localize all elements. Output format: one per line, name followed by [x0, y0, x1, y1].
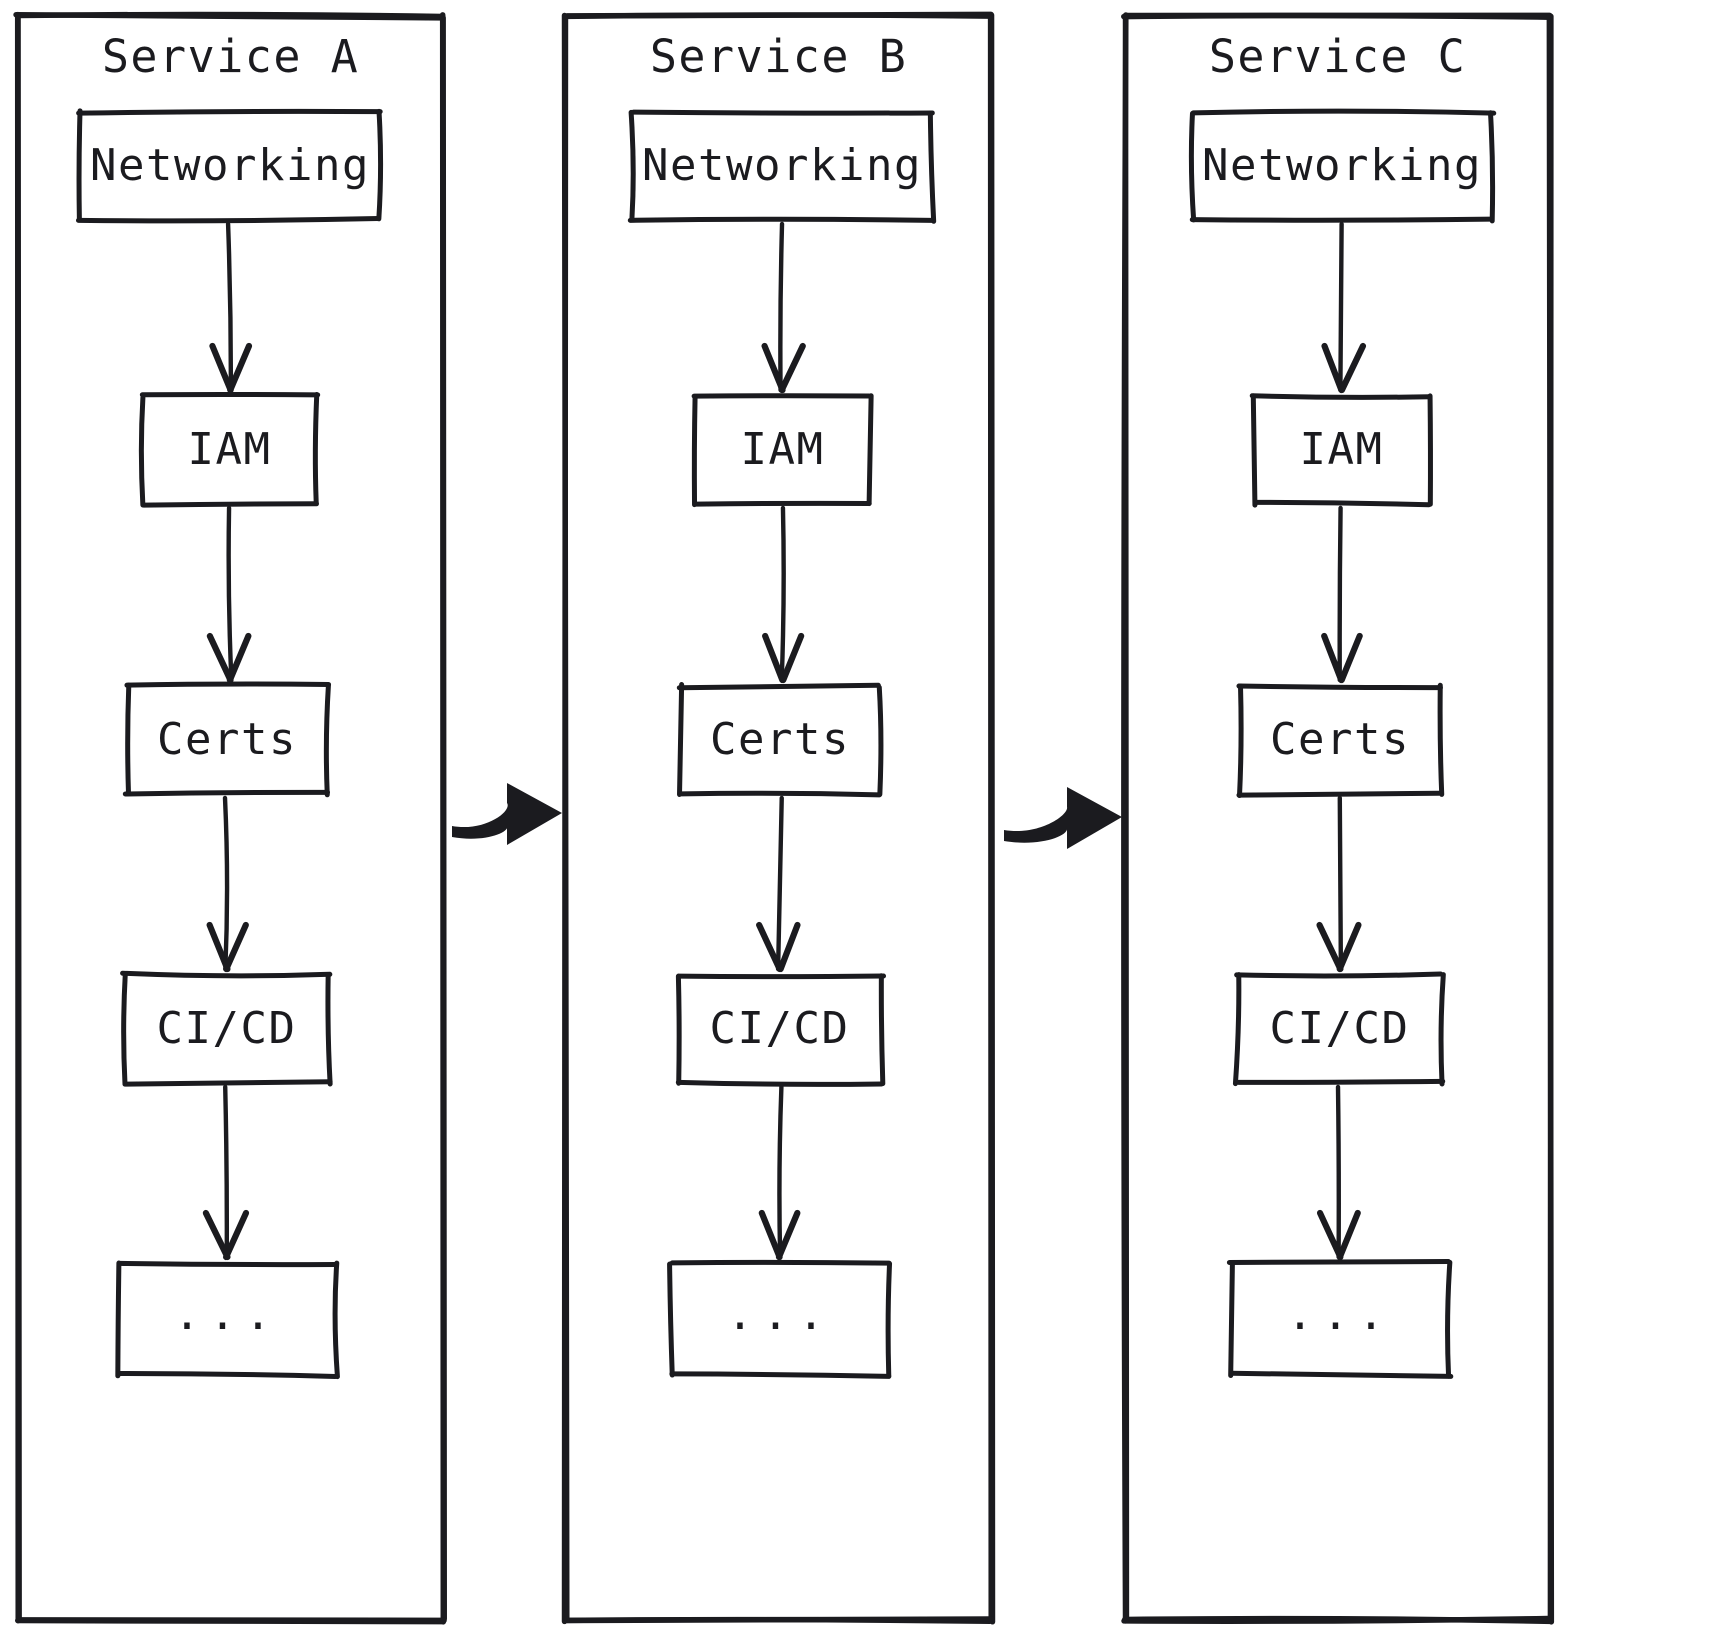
- edge-service-a-iam-to-certs: [206, 505, 252, 684]
- node-service-a-cicd[interactable]: [120, 970, 333, 1087]
- edge-service-c-certs-to-cicd: [1316, 795, 1362, 973]
- node-service-c-certs[interactable]: [1236, 682, 1445, 799]
- node-label-service-a-networking: Networking: [90, 140, 370, 191]
- node-service-c-more[interactable]: [1226, 1258, 1454, 1379]
- service-link-link-a-b[interactable]: [452, 783, 562, 845]
- edge-service-c-networking-to-iam: [1321, 221, 1367, 394]
- node-label-service-a-iam: IAM: [188, 424, 272, 475]
- node-label-service-b-networking: Networking: [642, 140, 922, 191]
- node-label-service-c-networking: Networking: [1202, 140, 1482, 191]
- node-service-b-iam[interactable]: [691, 393, 874, 508]
- edge-service-b-cicd-to-more: [758, 1084, 801, 1261]
- node-label-service-a-more: ...: [174, 1289, 280, 1340]
- node-service-b-networking[interactable]: [627, 109, 937, 224]
- node-label-service-a-cicd: CI/CD: [157, 1003, 297, 1054]
- edge-service-a-certs-to-cicd: [206, 795, 249, 973]
- edge-service-b-networking-to-iam: [761, 221, 806, 394]
- edge-service-a-cicd-to-more: [202, 1084, 250, 1261]
- node-service-a-certs[interactable]: [122, 681, 332, 798]
- node-label-service-a-certs: Certs: [157, 714, 297, 765]
- service-containers-layer: Service A Service B Service C: [13, 11, 1555, 1625]
- node-service-b-more[interactable]: [667, 1259, 893, 1379]
- edge-service-b-certs-to-cicd: [756, 795, 801, 973]
- service-title-service-c: Service C: [1209, 30, 1466, 83]
- node-service-a-iam[interactable]: [138, 391, 321, 508]
- service-container-service-a[interactable]: [13, 11, 447, 1625]
- edge-service-c-cicd-to-more: [1316, 1084, 1361, 1261]
- node-label-service-c-iam: IAM: [1300, 424, 1384, 475]
- node-label-service-b-certs: Certs: [710, 714, 850, 765]
- internal-edges-layer: [202, 221, 1367, 1261]
- node-service-c-cicd[interactable]: [1232, 971, 1446, 1087]
- service-link-link-b-c[interactable]: [1004, 787, 1122, 849]
- node-label-service-b-more: ...: [727, 1289, 833, 1340]
- node-label-service-c-certs: Certs: [1270, 714, 1410, 765]
- edge-service-a-networking-to-iam: [209, 221, 253, 394]
- node-service-a-networking[interactable]: [75, 108, 384, 224]
- node-service-b-certs[interactable]: [676, 682, 884, 798]
- service-container-service-c[interactable]: [1121, 12, 1555, 1625]
- node-service-b-cicd[interactable]: [675, 973, 887, 1087]
- node-label-service-c-cicd: CI/CD: [1270, 1003, 1410, 1054]
- node-service-c-iam[interactable]: [1249, 393, 1433, 508]
- edge-service-b-iam-to-certs: [762, 505, 805, 684]
- node-label-service-c-more: ...: [1287, 1289, 1393, 1340]
- node-label-service-b-cicd: CI/CD: [710, 1003, 850, 1054]
- node-service-a-more[interactable]: [115, 1260, 340, 1380]
- service-container-service-b[interactable]: [561, 11, 996, 1625]
- node-label-service-b-iam: IAM: [741, 424, 825, 475]
- edge-service-c-iam-to-certs: [1321, 505, 1363, 684]
- service-title-service-a: Service A: [102, 30, 359, 83]
- service-title-service-b: Service B: [650, 30, 907, 83]
- node-service-c-networking[interactable]: [1188, 108, 1497, 224]
- service-links-layer: [452, 783, 1122, 849]
